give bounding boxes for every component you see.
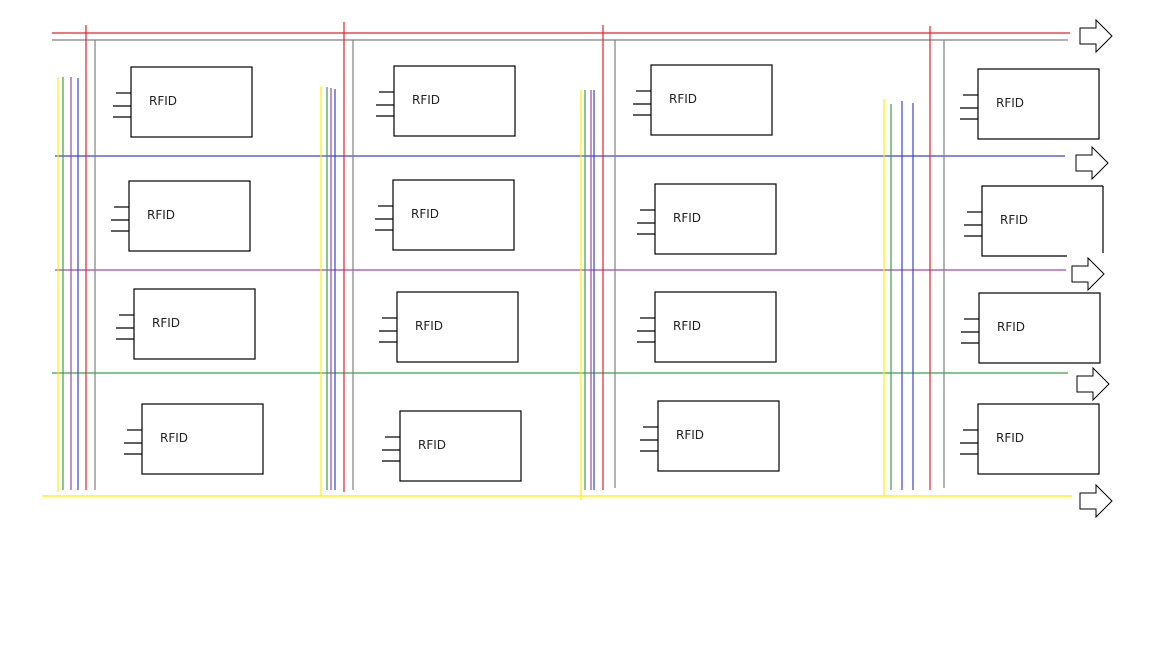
rfid-module: RFID — [637, 291, 777, 363]
rfid-label: RFID — [415, 319, 443, 333]
arrow-right-icon — [1071, 256, 1105, 292]
rfid-label: RFID — [1000, 213, 1028, 227]
rfid-box — [977, 403, 1100, 475]
rfid-module: RFID — [960, 68, 1100, 140]
rfid-module: RFID — [113, 66, 253, 138]
rfid-label: RFID — [673, 319, 701, 333]
rfid-module: RFID — [124, 403, 264, 475]
output-arrows — [1071, 18, 1113, 519]
rfid-box — [657, 400, 780, 472]
rfid-label: RFID — [152, 316, 180, 330]
rfid-module: RFID — [961, 292, 1101, 364]
rfid-module: RFID — [637, 183, 777, 255]
rfid-box — [393, 65, 516, 137]
arrow-right-icon — [1075, 145, 1109, 181]
rfid-module: RFID — [382, 410, 522, 482]
rfid-modules: RFID RFID RFID RFID RFID RFID RFID RFID RFID RFID… — [111, 64, 1104, 482]
rfid-module: RFID — [379, 291, 519, 363]
rfid-module: RFID — [964, 185, 1104, 257]
rfid-label: RFID — [418, 438, 446, 452]
rfid-box — [977, 68, 1100, 140]
rfid-box — [392, 179, 515, 251]
rfid-label: RFID — [149, 94, 177, 108]
rfid-module: RFID — [116, 288, 256, 360]
rfid-module: RFID — [640, 400, 780, 472]
rfid-label: RFID — [996, 96, 1024, 110]
rfid-label: RFID — [160, 431, 188, 445]
rfid-box — [399, 410, 522, 482]
rfid-label: RFID — [676, 428, 704, 442]
rfid-box — [978, 292, 1101, 364]
rfid-box — [396, 291, 519, 363]
rfid-label: RFID — [412, 93, 440, 107]
rfid-label: RFID — [997, 320, 1025, 334]
rfid-label: RFID — [147, 208, 175, 222]
rfid-label: RFID — [996, 431, 1024, 445]
rfid-module: RFID — [960, 403, 1100, 475]
rfid-box — [650, 64, 773, 136]
rfid-module: RFID — [376, 65, 516, 137]
arrow-right-icon — [1079, 483, 1113, 519]
rfid-box — [133, 288, 256, 360]
rfid-label: RFID — [411, 207, 439, 221]
wires — [42, 22, 1072, 500]
rfid-box — [981, 185, 1104, 257]
rfid-box — [654, 291, 777, 363]
arrow-right-icon — [1079, 18, 1113, 54]
rfid-label: RFID — [669, 92, 697, 106]
rfid-module: RFID — [375, 179, 515, 251]
rfid-box — [141, 403, 264, 475]
rfid-label: RFID — [673, 211, 701, 225]
rfid-module: RFID — [111, 180, 251, 252]
arrow-right-icon — [1076, 366, 1110, 402]
rfid-module: RFID — [633, 64, 773, 136]
rfid-box — [128, 180, 251, 252]
rfid-box — [130, 66, 253, 138]
rfid-box — [654, 183, 777, 255]
